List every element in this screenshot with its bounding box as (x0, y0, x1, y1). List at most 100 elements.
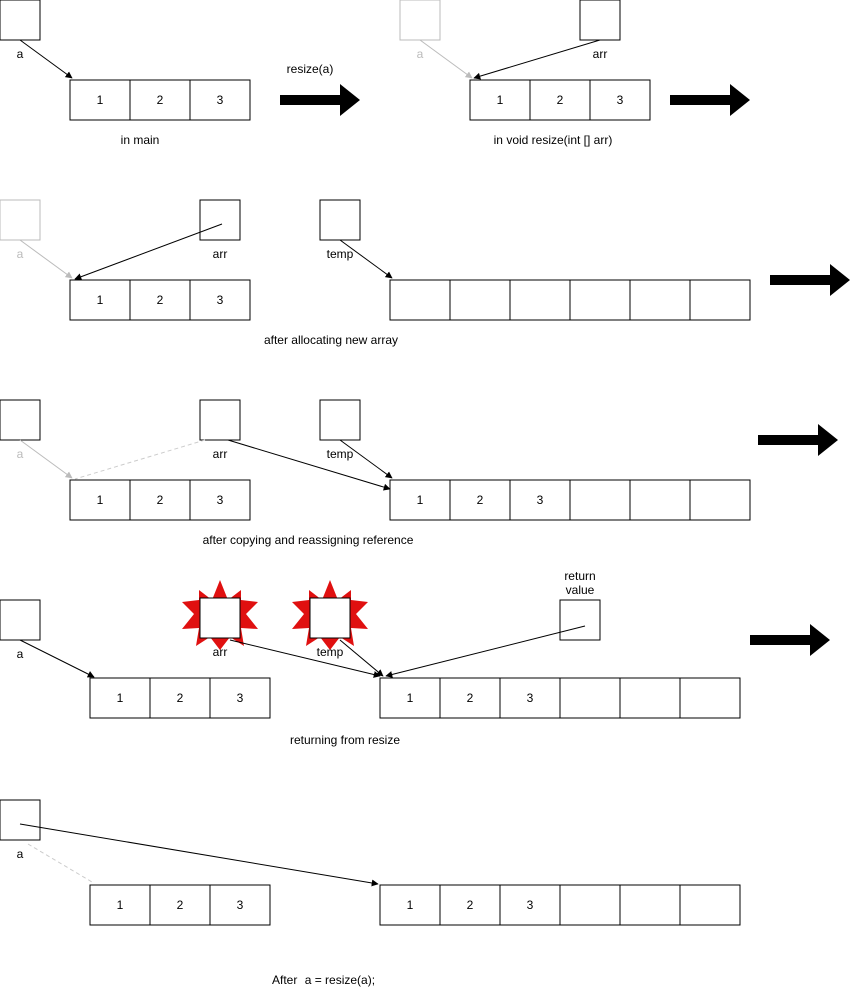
array-value: 3 (217, 293, 224, 307)
var-a-label: a (17, 47, 24, 61)
array-cell (529, 79, 591, 121)
var-a-box (0, 0, 41, 41)
pointer-temp (339, 239, 393, 279)
var-temp-label: temp (327, 447, 354, 461)
var-return-value-box (559, 599, 601, 641)
pointer-a (419, 39, 473, 79)
pointer-temp (339, 639, 384, 677)
array-cell (69, 479, 131, 521)
array-cell (559, 884, 621, 926)
var-a-box (0, 599, 41, 641)
var-temp-label: temp (317, 645, 344, 659)
array-cell (209, 677, 271, 719)
pointer-a (19, 439, 73, 479)
step-returning: a 1 2 3 arr temp return value 1 2 3 retu… (0, 569, 741, 747)
array-value: 2 (557, 93, 564, 107)
array-cell (129, 479, 191, 521)
array-cell (379, 884, 441, 926)
var-temp-box (309, 597, 351, 639)
array-value: 1 (497, 93, 504, 107)
array-value: 1 (97, 293, 104, 307)
pointer-a (19, 639, 95, 678)
array-cell (449, 279, 511, 321)
array-value: 1 (407, 898, 414, 912)
var-arr-label: arr (213, 247, 228, 261)
array-cell (559, 677, 621, 719)
array-value: 2 (157, 293, 164, 307)
array-cell (69, 279, 131, 321)
array-cell (129, 79, 191, 121)
array-cell (439, 677, 501, 719)
var-arr-label: arr (213, 645, 228, 659)
step-arrow-icon (770, 264, 850, 296)
array-cell (619, 677, 681, 719)
old-pointer-arr (74, 439, 206, 480)
step-arrow-icon (758, 424, 838, 456)
return-label-line2: value (566, 583, 595, 597)
var-a-box (399, 0, 441, 41)
var-a-box (0, 199, 41, 241)
array-cell (679, 884, 741, 926)
var-arr-box (579, 0, 621, 41)
array-value: 1 (117, 691, 124, 705)
array-value: 3 (537, 493, 544, 507)
var-arr-label: arr (593, 47, 608, 61)
array-cell (209, 884, 271, 926)
old-pointer-a (27, 843, 93, 883)
array-cell (569, 279, 631, 321)
array-value: 1 (417, 493, 424, 507)
array-value: 2 (157, 493, 164, 507)
caption-after-code: a = resize(a); (305, 973, 375, 987)
var-a-label: a (17, 447, 24, 461)
array-value: 2 (177, 691, 184, 705)
var-arr-box (199, 399, 241, 441)
pointer-arr (227, 439, 391, 491)
var-a-label: a (417, 47, 424, 61)
step-arrow-icon (670, 84, 750, 116)
array-value: 3 (617, 93, 624, 107)
array-cell (189, 279, 251, 321)
step-after-copy: a arr 1 2 3 temp 1 2 3 after copying and… (0, 399, 751, 547)
var-temp-box (319, 399, 361, 441)
array-cell (449, 479, 511, 521)
var-arr-box (199, 199, 241, 241)
caption-in-resize: in void resize(int [] arr) (494, 133, 613, 147)
var-arr-box (199, 597, 241, 639)
array-cell (499, 884, 561, 926)
array-cell (629, 479, 691, 521)
array-value: 2 (477, 493, 484, 507)
pointer-arr (473, 39, 601, 80)
array-value: 2 (467, 898, 474, 912)
pointer-a (19, 239, 73, 279)
array-cell (569, 479, 631, 521)
step-in-resize: a arr 1 2 3 in void resize(int [] arr) (399, 0, 651, 147)
step-in-main: a 1 2 3 in main (0, 0, 251, 147)
var-a-label: a (17, 247, 24, 261)
array-value: 3 (527, 898, 534, 912)
array-cell (89, 677, 151, 719)
var-a-label: a (17, 847, 24, 861)
return-label-line1: return (564, 569, 595, 583)
array-cell (69, 79, 131, 121)
array-cell (389, 279, 451, 321)
array-cell (149, 884, 211, 926)
var-temp-box (319, 199, 361, 241)
array-cell (689, 479, 751, 521)
var-a-box (0, 799, 41, 841)
array-cell (679, 677, 741, 719)
caption-in-main: in main (121, 133, 160, 147)
caption-after-assign: After a = resize(a); (272, 973, 375, 987)
var-temp-label: temp (327, 247, 354, 261)
caption-returning: returning from resize (290, 733, 400, 747)
caption-after-alloc: after allocating new array (264, 333, 398, 347)
array-cell (589, 79, 651, 121)
array-cell (189, 479, 251, 521)
step-after-assign: a 1 2 3 1 2 3 After a = resize(a); (0, 799, 741, 987)
array-cell (509, 279, 571, 321)
array-cell (89, 884, 151, 926)
pointer-arr (229, 639, 381, 678)
array-cell (149, 677, 211, 719)
array-value: 1 (97, 93, 104, 107)
pointer-a (19, 39, 73, 79)
